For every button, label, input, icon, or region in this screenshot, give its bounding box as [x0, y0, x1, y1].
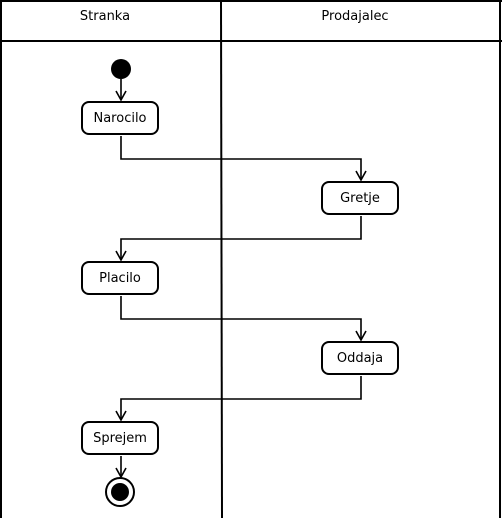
- lane-title-prodajalec: Prodajalec: [321, 9, 389, 24]
- activity-narocilo: Narocilo: [81, 101, 159, 135]
- arrowhead-sprejem: [115, 410, 127, 422]
- flow-narocilo-to-gretje: [120, 136, 362, 180]
- flow-oddaja-to-sprejem: [120, 376, 362, 420]
- arrowhead-gretje: [355, 170, 367, 182]
- arrowhead-oddaja: [355, 330, 367, 342]
- arrowhead-narocilo: [115, 90, 127, 102]
- activity-sprejem: Sprejem: [81, 421, 159, 455]
- flow-placilo-to-oddaja: [120, 296, 362, 340]
- activity-gretje: Gretje: [321, 181, 399, 215]
- end-node: [105, 477, 135, 507]
- arrowhead-placilo: [115, 250, 127, 262]
- lane-divider: [220, 0, 223, 519]
- flow-gretje-to-placilo: [120, 216, 362, 260]
- activity-oddaja: Oddaja: [321, 341, 399, 375]
- lane-title-stranka: Stranka: [79, 9, 131, 24]
- arrowhead-end: [115, 467, 127, 479]
- start-node: [111, 59, 131, 79]
- activity-placilo: Placilo: [81, 261, 159, 295]
